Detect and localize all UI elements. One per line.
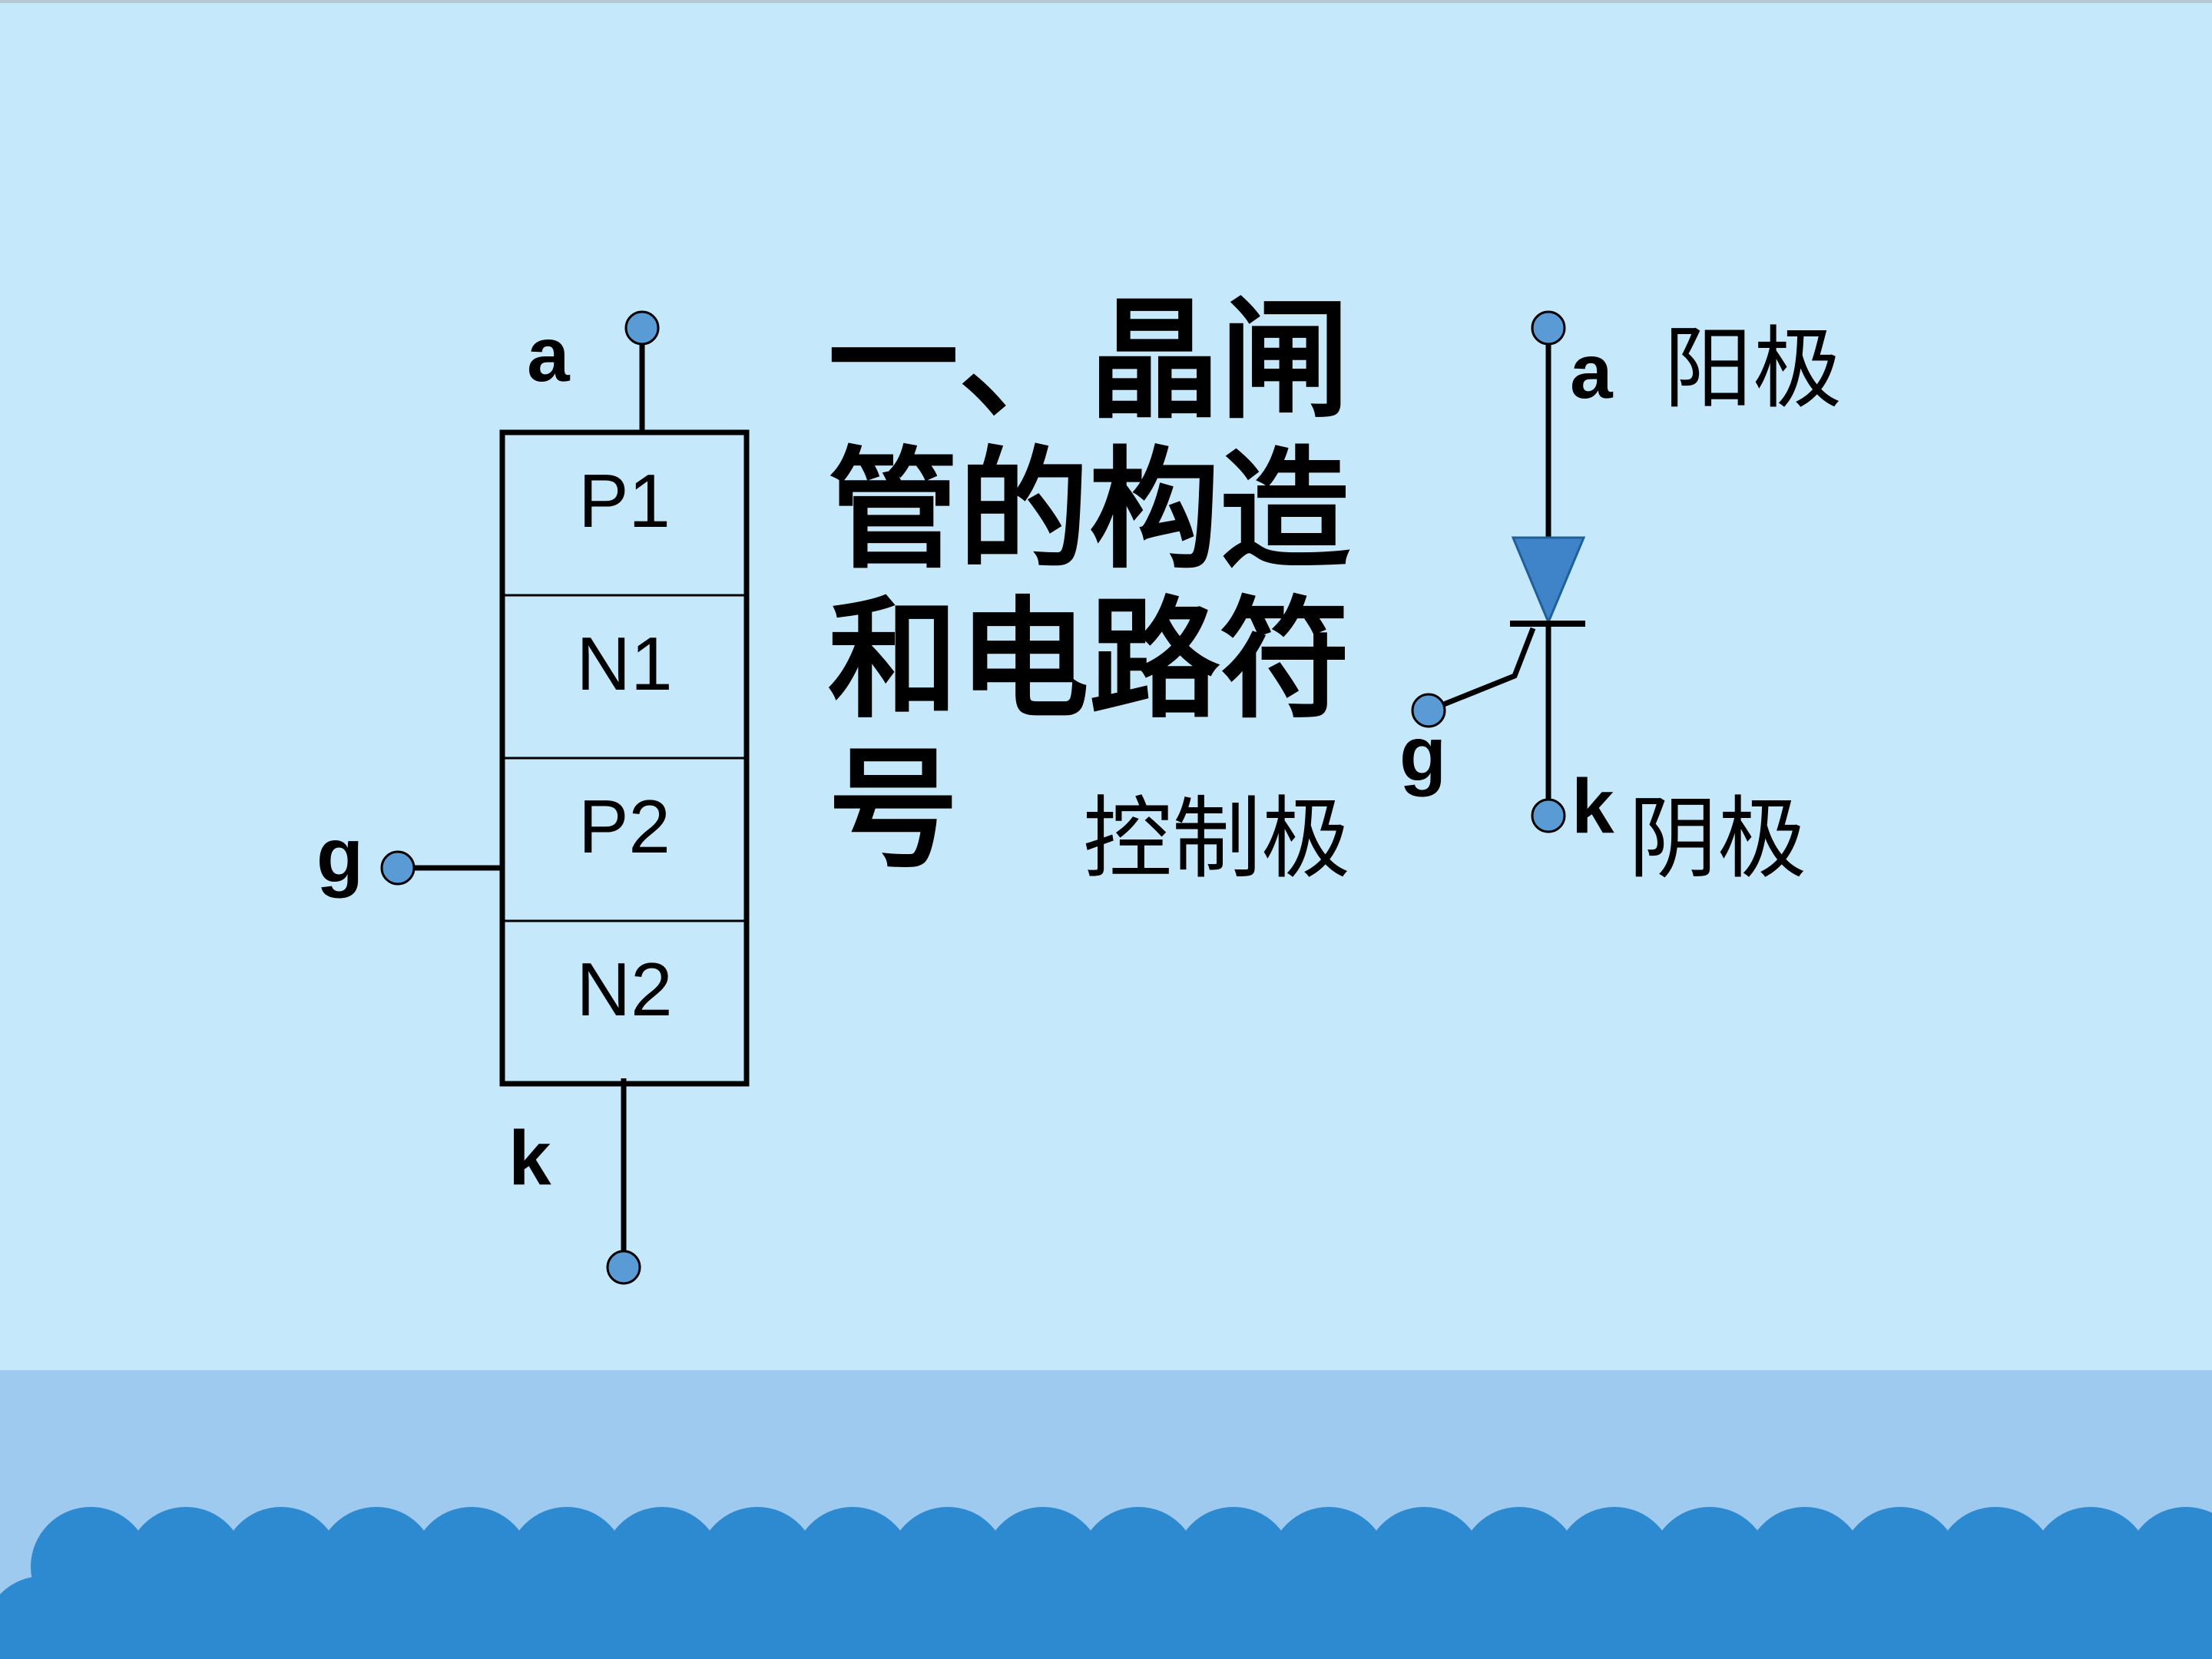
cathode-terminal-dot bbox=[606, 1250, 641, 1285]
scallop bbox=[1602, 1576, 1722, 1659]
symbol-cathode-terminal-dot bbox=[1531, 798, 1566, 833]
scallop bbox=[0, 1576, 103, 1659]
symbol-cathode-label: k bbox=[1571, 763, 1614, 849]
thyristor-circuit-symbol: a 阳极 k 阴极 g 控制极 bbox=[1083, 310, 1842, 889]
symbol-anode-label: a bbox=[1570, 329, 1614, 415]
title-line-1: 一、晶闸 bbox=[828, 283, 1351, 437]
scallop bbox=[1126, 1576, 1246, 1659]
scallop bbox=[2174, 1580, 2212, 1659]
layer-label-n2: N2 bbox=[576, 947, 672, 1031]
symbol-gate-label: g bbox=[1399, 711, 1446, 797]
symbol-gate-terminal-dot bbox=[1411, 693, 1446, 728]
scallop bbox=[840, 1576, 960, 1659]
title-line-4: 号 bbox=[828, 733, 959, 886]
scallop bbox=[1221, 1576, 1341, 1659]
scallop bbox=[1031, 1576, 1151, 1659]
structure-gate-label: g bbox=[316, 813, 363, 899]
thyristor-structure-diagram: a P1 N1 P2 N2 g k bbox=[316, 310, 750, 1285]
scallop-row-bottom bbox=[0, 1576, 2212, 1659]
layer-label-p1: P1 bbox=[578, 459, 671, 543]
scallop bbox=[2078, 1576, 2198, 1659]
gate-terminal-dot bbox=[380, 850, 416, 886]
symbol-gate-wire bbox=[1427, 627, 1536, 714]
structure-anode-label: a bbox=[527, 312, 571, 398]
scallop bbox=[78, 1576, 198, 1659]
anode-terminal-dot bbox=[624, 310, 660, 346]
layer-label-p2: P2 bbox=[578, 784, 671, 869]
scallop bbox=[935, 1576, 1055, 1659]
scallop bbox=[1316, 1576, 1436, 1659]
scallop bbox=[555, 1576, 674, 1659]
diode-triangle bbox=[1511, 536, 1586, 625]
layer-label-n1: N1 bbox=[576, 621, 672, 706]
scallop bbox=[459, 1576, 579, 1659]
scallop bbox=[364, 1576, 484, 1659]
scallop bbox=[1697, 1576, 1817, 1659]
scallop bbox=[269, 1576, 389, 1659]
scallop bbox=[1888, 1576, 2008, 1659]
scallop bbox=[174, 1576, 293, 1659]
scallop bbox=[745, 1576, 865, 1659]
decorative-wave-band bbox=[0, 1370, 2212, 1659]
scallop bbox=[1983, 1576, 2103, 1659]
scallop bbox=[1507, 1576, 1627, 1659]
scallop bbox=[1793, 1576, 1912, 1659]
symbol-anode-terminal-dot bbox=[1531, 310, 1566, 346]
slide-top-border bbox=[0, 0, 2212, 3]
scallop bbox=[1412, 1576, 1532, 1659]
scallop bbox=[650, 1576, 770, 1659]
title-line-3: 和电路符 bbox=[828, 583, 1351, 737]
symbol-cathode-name: 阴极 bbox=[1628, 789, 1806, 889]
title-line-2: 管的构造 bbox=[828, 433, 1351, 587]
symbol-anode-name: 阳极 bbox=[1664, 319, 1842, 419]
structure-cathode-label: k bbox=[508, 1115, 551, 1201]
symbol-gate-name: 控制极 bbox=[1083, 789, 1350, 889]
